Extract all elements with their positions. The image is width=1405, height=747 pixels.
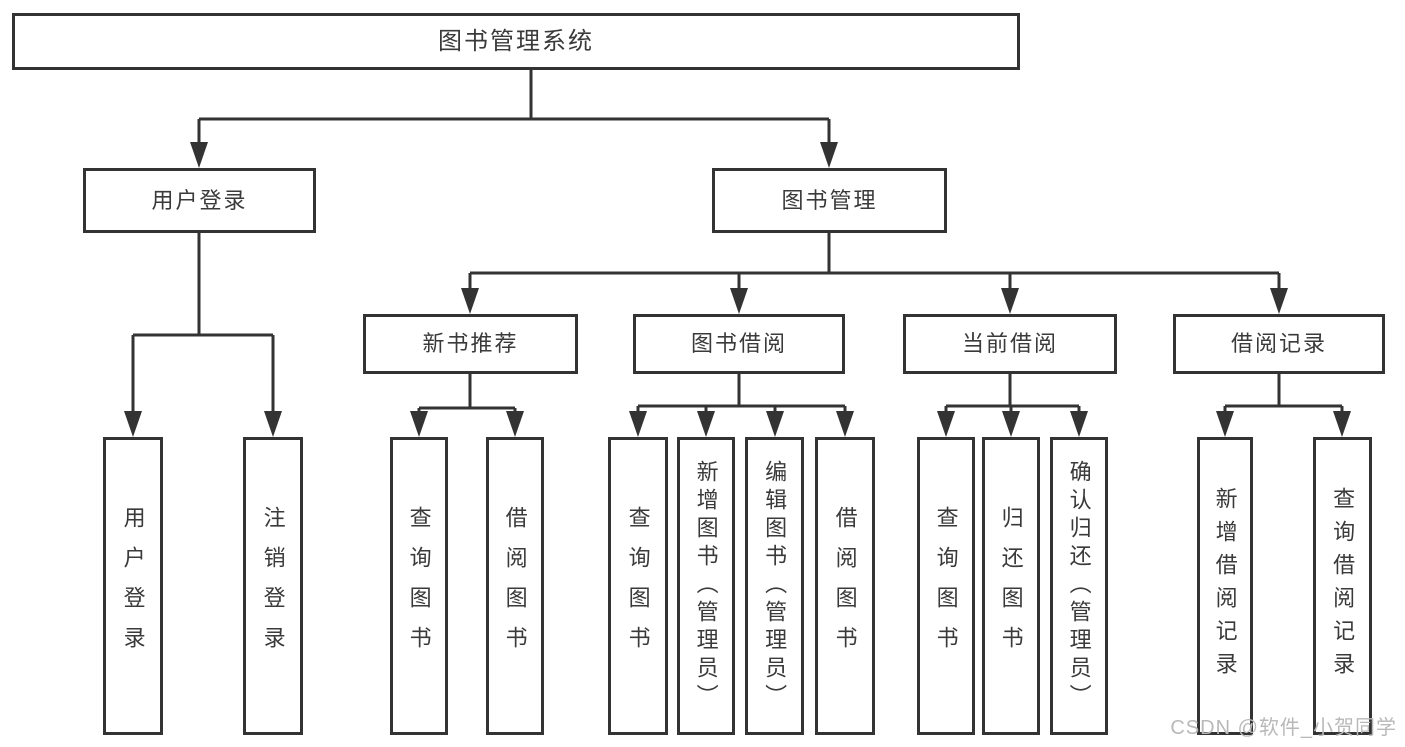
arrowhead-icon: [836, 411, 854, 437]
arrowhead-icon: [766, 411, 784, 437]
node-leaf-borrow-books-2: 借阅图书: [815, 437, 875, 735]
node-borrowing-records: 借阅记录: [1173, 314, 1385, 374]
node-leaf-return-book: 归还图书: [982, 437, 1040, 735]
node-current-borrowing: 当前借阅: [903, 314, 1117, 374]
node-new-book-recommend: 新书推荐: [363, 314, 578, 374]
arrowhead-icon: [820, 142, 838, 168]
arrowhead-icon: [410, 411, 428, 437]
arrowhead-icon: [264, 411, 282, 437]
arrowhead-icon: [937, 411, 955, 437]
node-leaf-query-borrow-record: 查询借阅记录: [1313, 437, 1372, 735]
arrowhead-icon: [124, 411, 142, 437]
node-book-management: 图书管理: [712, 168, 947, 233]
arrowhead-icon: [1070, 411, 1088, 437]
arrowhead-icon: [1002, 411, 1020, 437]
node-leaf-add-borrow-record: 新增借阅记录: [1197, 437, 1253, 735]
arrowhead-icon: [506, 411, 524, 437]
node-leaf-logout: 注销登录: [243, 437, 303, 735]
arrowhead-icon: [697, 411, 715, 437]
node-leaf-query-books-3: 查询图书: [917, 437, 975, 735]
arrowhead-icon: [190, 142, 208, 168]
arrowhead-icon: [1001, 288, 1019, 314]
node-leaf-confirm-return: 确认归还（管理员）: [1050, 437, 1108, 735]
arrowhead-icon: [730, 288, 748, 314]
node-leaf-borrow-books-1: 借阅图书: [486, 437, 544, 735]
arrowhead-icon: [1216, 411, 1234, 437]
arrowhead-icon: [461, 288, 479, 314]
arrowhead-icon: [1270, 288, 1288, 314]
node-leaf-add-book-admin: 新增图书（管理员）: [677, 437, 735, 735]
node-root: 图书管理系统: [12, 13, 1020, 70]
node-leaf-query-books-2: 查询图书: [608, 437, 668, 735]
arrowhead-icon: [629, 411, 647, 437]
node-leaf-user-login: 用户登录: [103, 437, 163, 735]
node-user-login: 用户登录: [83, 168, 316, 233]
node-book-borrowing: 图书借阅: [633, 314, 845, 374]
arrowhead-icon: [1333, 411, 1351, 437]
node-leaf-edit-book-admin: 编辑图书（管理员）: [745, 437, 804, 735]
node-leaf-query-books-1: 查询图书: [390, 437, 448, 735]
